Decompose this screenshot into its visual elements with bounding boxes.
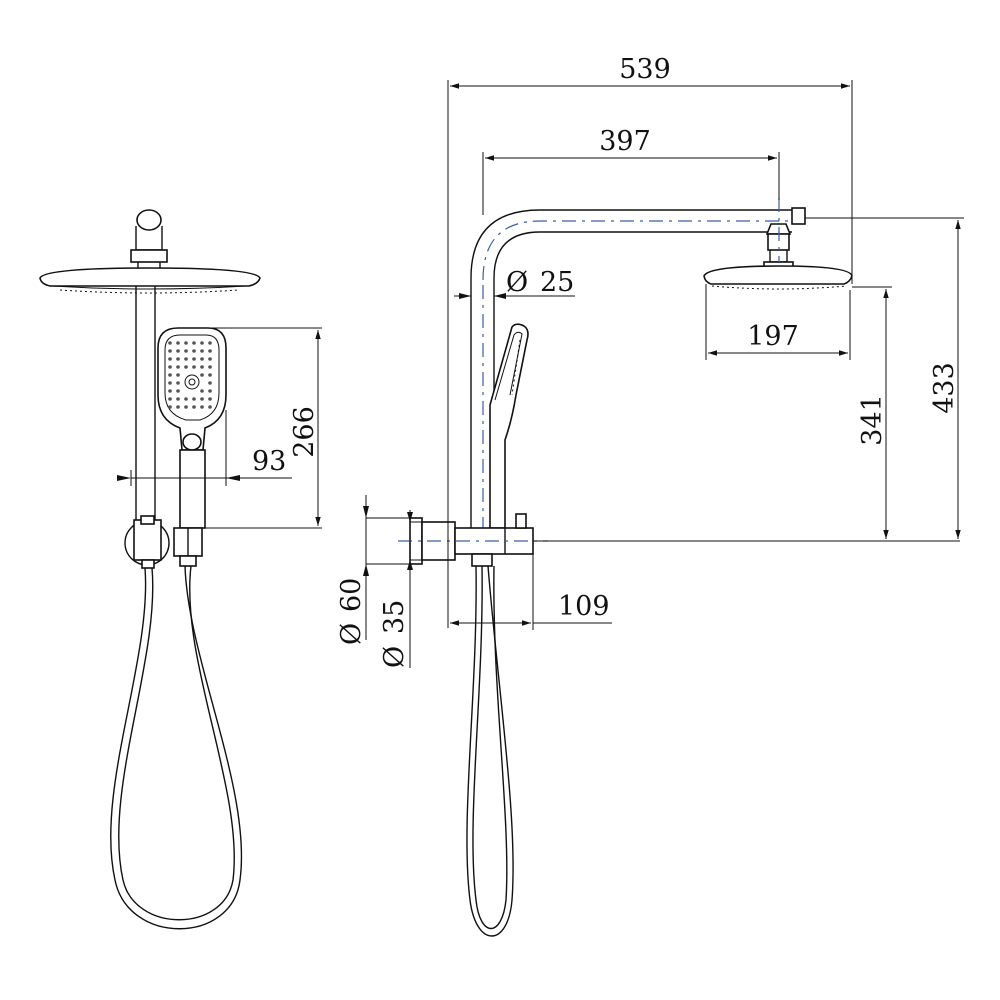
spray-nozzle xyxy=(192,397,196,401)
dim-hand-shower-height: 266 xyxy=(205,327,322,529)
spray-nozzle xyxy=(184,397,188,401)
spray-nozzle xyxy=(176,389,180,393)
dim-total-width: 539 xyxy=(447,54,853,628)
spray-nozzle xyxy=(192,365,196,369)
spray-nozzle xyxy=(184,341,188,345)
side-diverter-valve xyxy=(398,513,548,567)
head-diameter-label: 197 xyxy=(747,321,799,352)
spray-nozzle xyxy=(176,365,180,369)
spray-nozzle xyxy=(168,381,172,385)
front-riser-pipe xyxy=(135,286,156,520)
side-hose xyxy=(466,565,514,937)
dim-head-drop: 341 xyxy=(533,286,960,542)
flange-diameter-symbol: Ø xyxy=(336,623,367,645)
side-view xyxy=(398,198,853,937)
holder-diameter-label: 35 xyxy=(379,600,410,634)
spray-nozzle xyxy=(208,357,212,361)
front-top-connector xyxy=(130,209,168,271)
arm-length-label: 397 xyxy=(599,126,651,157)
spray-nozzle xyxy=(168,397,172,401)
front-hose xyxy=(110,565,243,930)
front-diverter-valve xyxy=(124,515,203,569)
spray-nozzle xyxy=(208,397,212,401)
spray-nozzle xyxy=(200,397,204,401)
spray-nozzle xyxy=(168,349,172,353)
total-height-label: 433 xyxy=(929,362,960,414)
spray-nozzle xyxy=(168,357,172,361)
front-view xyxy=(39,209,261,930)
side-riser-and-arm xyxy=(470,207,806,560)
spray-nozzle-pattern xyxy=(168,341,212,409)
spray-nozzle xyxy=(200,341,204,345)
spray-nozzle xyxy=(192,349,196,353)
spray-nozzle xyxy=(208,389,212,393)
spray-nozzle xyxy=(168,365,172,369)
spray-nozzle xyxy=(184,357,188,361)
head-drop-label: 341 xyxy=(857,394,888,446)
flange-diameter-label: 60 xyxy=(336,578,367,612)
spray-nozzle xyxy=(192,405,196,409)
spray-nozzle xyxy=(176,357,180,361)
total-width-label: 539 xyxy=(619,54,671,85)
spray-nozzle xyxy=(168,405,172,409)
spray-nozzle xyxy=(176,405,180,409)
spray-nozzle xyxy=(184,405,188,409)
dim-wall-projection: 109 xyxy=(450,554,612,630)
spray-nozzle xyxy=(208,381,212,385)
spray-nozzle xyxy=(192,357,196,361)
dim-total-height: 433 xyxy=(805,217,964,539)
dim-hand-shower-width: 93 xyxy=(117,410,292,486)
front-hand-shower xyxy=(157,327,227,529)
spray-nozzle xyxy=(208,405,212,409)
side-overhead-shower-head xyxy=(703,198,853,290)
spray-nozzle xyxy=(200,349,204,353)
front-overhead-shower-head xyxy=(39,267,261,294)
dim-pipe-diameter: Ø 25 xyxy=(454,267,575,299)
spray-nozzle xyxy=(168,341,172,345)
spray-nozzle xyxy=(176,341,180,345)
wall-projection-label: 109 xyxy=(558,591,610,622)
spray-nozzle xyxy=(200,365,204,369)
spray-nozzle xyxy=(192,341,196,345)
holder-diameter-symbol: Ø xyxy=(379,646,410,668)
hand-shower-height-label: 266 xyxy=(289,406,320,458)
spray-nozzle xyxy=(200,405,204,409)
spray-nozzle xyxy=(208,365,212,369)
spray-nozzle xyxy=(168,373,172,377)
dim-holder-diameter: Ø 35 xyxy=(379,510,422,668)
spray-nozzle xyxy=(168,389,172,393)
dim-flange-diameter: Ø 60 xyxy=(336,495,410,645)
spray-nozzle xyxy=(208,373,212,377)
spray-nozzle xyxy=(200,389,204,393)
side-hand-shower xyxy=(489,323,529,529)
dim-arm-length: 397 xyxy=(482,126,780,215)
spray-nozzle xyxy=(176,397,180,401)
pipe-diameter-label: 25 xyxy=(540,267,574,298)
spray-nozzle xyxy=(200,357,204,361)
pipe-diameter-symbol: Ø xyxy=(506,267,528,298)
spray-nozzle xyxy=(184,349,188,353)
spray-nozzle xyxy=(208,341,212,345)
spray-nozzle xyxy=(176,373,180,377)
spray-nozzle xyxy=(176,381,180,385)
spray-nozzle xyxy=(208,349,212,353)
hand-shower-width-label: 93 xyxy=(252,446,286,477)
dim-head-diameter: 197 xyxy=(705,284,851,360)
spray-nozzle xyxy=(176,349,180,353)
spray-nozzle xyxy=(200,373,204,377)
spray-nozzle xyxy=(184,365,188,369)
